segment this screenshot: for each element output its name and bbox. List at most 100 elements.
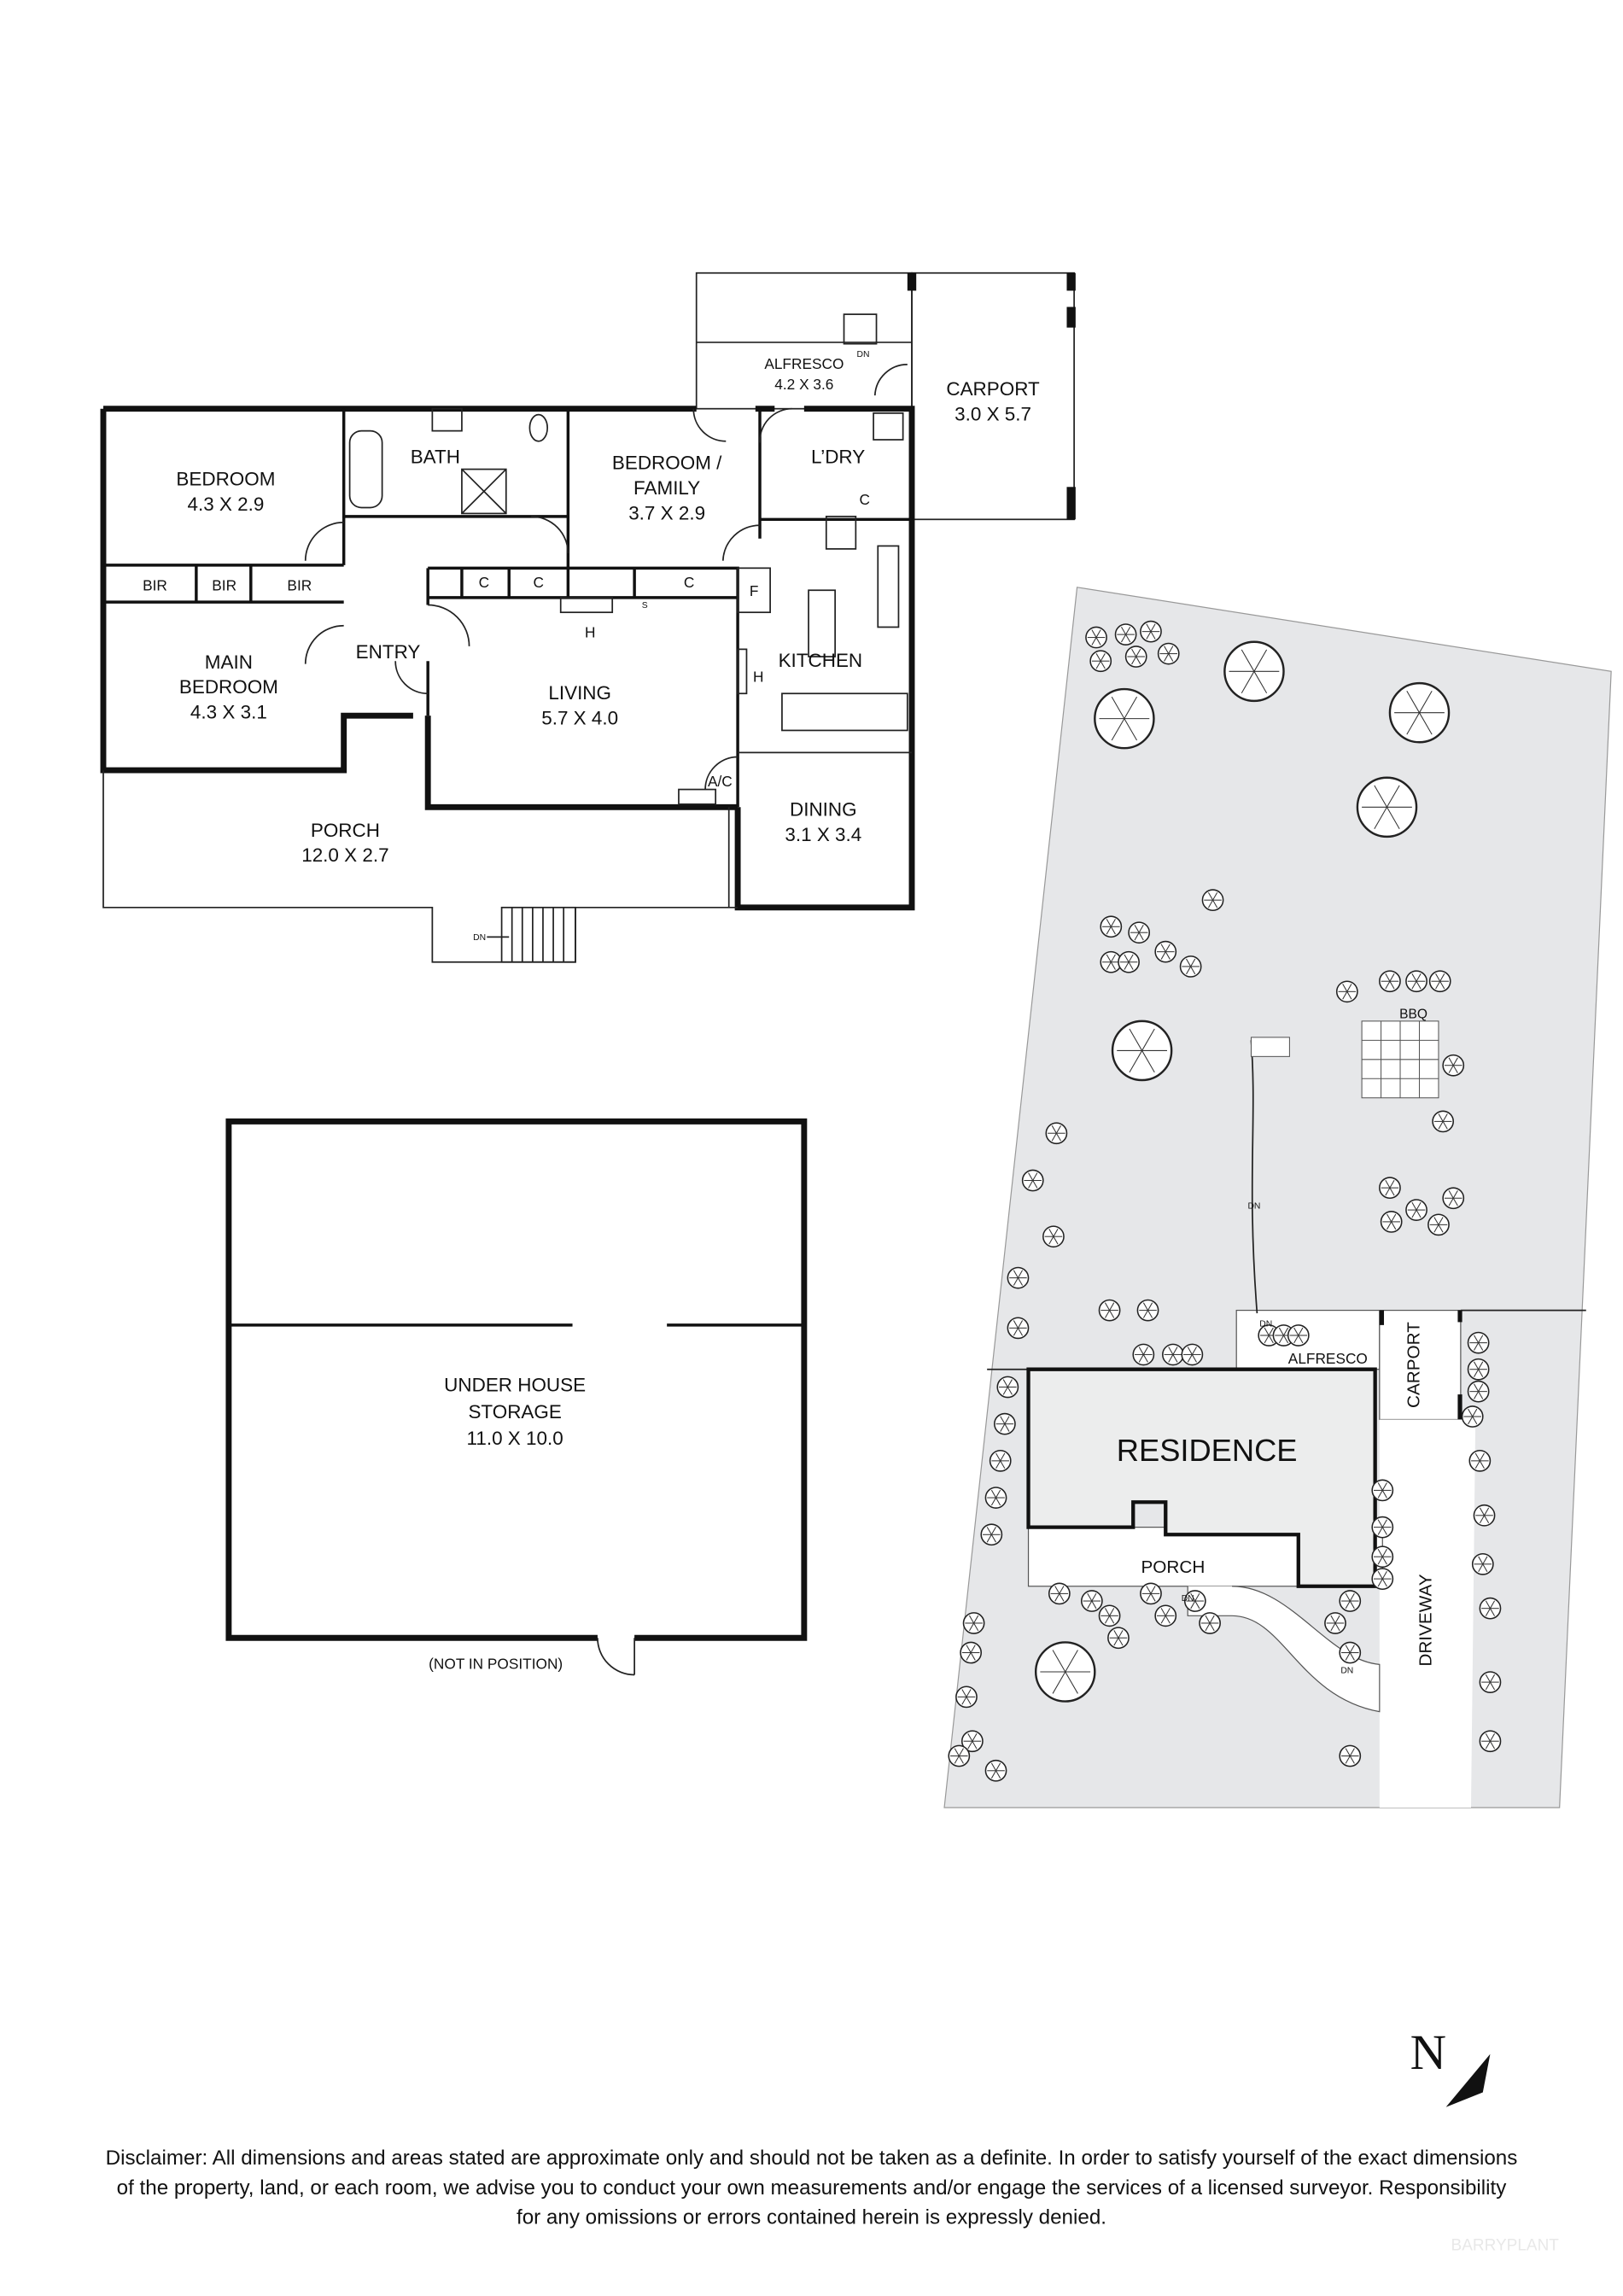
tree-branch — [1205, 1615, 1211, 1624]
tree-branch — [1330, 1615, 1336, 1624]
tree-branch — [1106, 961, 1112, 970]
tree-branch — [1381, 1527, 1387, 1535]
room-porch-name: PORCH — [311, 820, 380, 841]
tree-branch — [1478, 1391, 1484, 1399]
room-living-name: LIVING — [548, 682, 611, 704]
tree-branch — [1381, 1578, 1387, 1587]
tree-branch — [1485, 1740, 1491, 1750]
bir-label-3: BIR — [287, 576, 312, 593]
tree-branch — [1138, 1354, 1144, 1363]
tree-branch — [1111, 718, 1125, 741]
tree-branch — [1482, 1563, 1488, 1573]
site-driveway — [1379, 1419, 1476, 1808]
room-bedroom-family-name: BEDROOM / — [612, 453, 722, 474]
tree-branch — [1439, 980, 1445, 990]
tree-branch — [1017, 1328, 1024, 1336]
tree-branch — [1055, 1125, 1061, 1134]
tree-branch — [1095, 637, 1101, 646]
tree-branch — [1482, 1556, 1488, 1565]
tree-branch — [1109, 1302, 1115, 1311]
tree-branch — [1478, 1369, 1484, 1377]
tree-branch — [1191, 1347, 1197, 1355]
tree-branch — [1141, 1050, 1155, 1073]
room-laundry-name: L’DRY — [811, 447, 865, 468]
tree-branch — [1065, 1671, 1078, 1694]
tree-branch — [1474, 1342, 1480, 1351]
room-dining-size: 3.1 X 3.4 — [785, 824, 861, 845]
tree-branch — [1150, 1593, 1156, 1602]
tree-branch — [1013, 1270, 1019, 1278]
storage-name: UNDER HOUSE — [444, 1375, 586, 1396]
tree-branch — [1283, 1327, 1289, 1336]
tree-branch — [1194, 1600, 1200, 1610]
tree-branch — [1345, 1756, 1351, 1764]
tree-branch — [1051, 1125, 1057, 1134]
tree-branch — [1134, 932, 1140, 941]
room-porch-size: 12.0 X 2.7 — [301, 844, 388, 866]
tree-branch — [1106, 919, 1112, 927]
tree-branch — [1478, 1361, 1484, 1370]
tree-branch — [1121, 626, 1127, 635]
tree-branch — [1000, 1452, 1006, 1462]
tree-branch — [1435, 973, 1441, 982]
heater-label-1: H — [585, 624, 595, 641]
tree-branch — [1013, 1320, 1019, 1329]
tree-branch — [1207, 899, 1214, 908]
disclaimer-line-2: of the property, land, or each room, we … — [117, 2176, 1508, 2200]
tree-branch — [1104, 1310, 1111, 1318]
tree-branch — [1100, 653, 1106, 662]
under-house-storage: UNDER HOUSE STORAGE 11.0 X 10.0 (NOT IN … — [225, 1118, 808, 1676]
tree-branch — [995, 1460, 1001, 1469]
tree-branch — [1389, 980, 1395, 990]
tree-branch — [1474, 1383, 1480, 1392]
tree-branch — [1241, 649, 1255, 672]
tree-branch — [1032, 1172, 1038, 1181]
tree-branch — [1342, 984, 1348, 992]
tree-branch — [1160, 1608, 1166, 1616]
tree-branch — [1381, 1570, 1387, 1580]
tree-branch — [1091, 629, 1097, 638]
tree-branch — [1346, 991, 1352, 1000]
tree-branch — [1377, 1570, 1383, 1580]
tree-branch — [1448, 1057, 1454, 1066]
tree-branch — [1345, 1748, 1351, 1756]
tree-branch — [1345, 1652, 1351, 1661]
tree-branch — [1264, 1327, 1270, 1336]
north-label: N — [1410, 2024, 1446, 2080]
tree-branch — [1053, 1229, 1059, 1237]
tree-branch — [1165, 1615, 1171, 1624]
room-main-bedroom-name2: BEDROOM — [179, 676, 278, 698]
tree-branch — [1345, 1600, 1351, 1610]
tree-branch — [1478, 1335, 1484, 1343]
tree-branch — [1129, 1028, 1143, 1051]
site-down-label-4: DN — [1340, 1667, 1353, 1676]
room-carport-name: CARPORT — [946, 378, 1040, 400]
tree-branch — [995, 1497, 1001, 1506]
tree-branch — [1095, 653, 1101, 662]
tree-branch — [1489, 1674, 1496, 1683]
tree-branch — [966, 1645, 972, 1653]
tree-branch — [1059, 1593, 1065, 1602]
tree-branch — [1160, 951, 1166, 960]
tree-branch — [1121, 634, 1127, 643]
site-porch-label: PORCH — [1141, 1557, 1205, 1577]
bir-label-1: BIR — [143, 576, 167, 593]
tree-branch — [1406, 712, 1420, 735]
tree-branch — [1109, 1310, 1115, 1318]
tree-branch — [1168, 646, 1174, 654]
tree-branch — [1268, 1327, 1274, 1336]
tree-branch — [1191, 1354, 1197, 1363]
tree-branch — [1448, 1197, 1454, 1206]
tree-branch — [1095, 629, 1101, 638]
tree-branch — [1147, 1310, 1153, 1318]
storage-size: 11.0 X 10.0 — [467, 1428, 563, 1449]
tree-branch — [1433, 1217, 1439, 1225]
tree-branch — [1253, 649, 1268, 672]
site-plan: BBQ RESIDENCE PORCH ALFRESCO CARPORT DRI… — [943, 587, 1612, 1808]
tree-branch — [1142, 1347, 1148, 1355]
site-bbq-label: BBQ — [1399, 1007, 1427, 1021]
tree-branch — [1165, 944, 1171, 952]
tree-branch — [1345, 1645, 1351, 1653]
tree-branch — [1131, 656, 1137, 665]
tree-branch — [1091, 1600, 1097, 1610]
